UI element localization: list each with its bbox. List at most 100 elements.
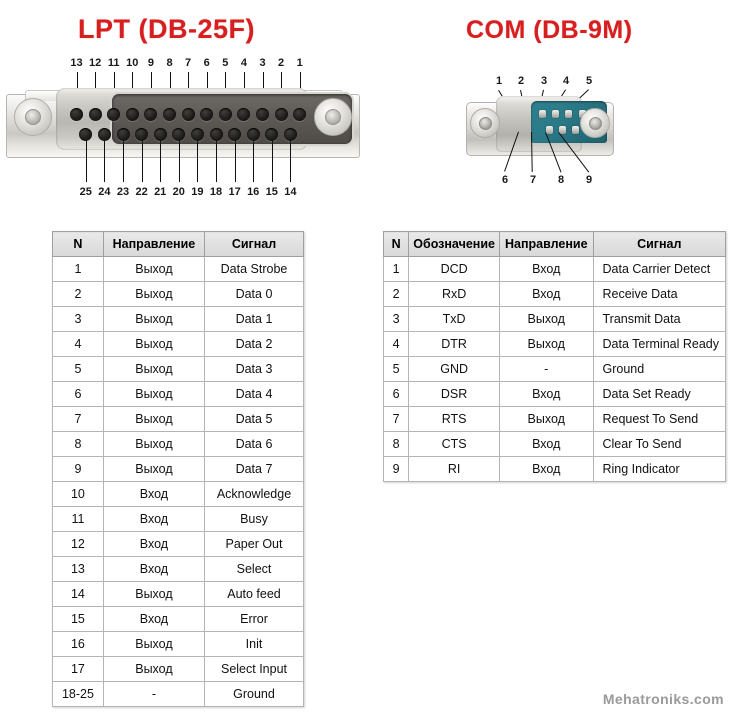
lpt-leader-19 — [197, 140, 198, 182]
table-cell: Вход — [102, 556, 206, 582]
table-cell: 17 — [52, 656, 104, 682]
table-cell: Error — [204, 606, 304, 632]
column-header-3: Сигнал — [204, 231, 304, 257]
lpt-pin-label-17: 17 — [228, 186, 241, 198]
com-pin-label-6: 6 — [501, 174, 509, 186]
lpt-leader-20 — [179, 140, 180, 182]
table-cell: Вход — [102, 606, 206, 632]
table-cell: 7 — [382, 406, 410, 432]
com-pin-label-1: 1 — [495, 75, 503, 87]
table-cell: 8 — [52, 431, 104, 457]
table-cell: TxD — [408, 306, 501, 332]
lpt-pin-label-6: 6 — [203, 57, 210, 69]
table-cell: Выход — [499, 406, 594, 432]
db9-pin — [558, 126, 566, 134]
table-cell: 11 — [52, 506, 104, 532]
lpt-pin-label-1: 1 — [296, 57, 303, 69]
table-cell: Вход — [499, 256, 594, 282]
db25-socket — [209, 128, 223, 141]
table-cell: Вход — [102, 531, 206, 557]
table-cell: Data 2 — [204, 331, 304, 357]
table-cell: 7 — [52, 406, 104, 432]
db25-screw-left — [14, 98, 52, 136]
table-cell: 2 — [382, 281, 410, 307]
lpt-pin-label-3: 3 — [259, 57, 266, 69]
column-header-1: N — [52, 231, 104, 257]
table-cell: Выход — [102, 256, 206, 282]
com-pin-label-4: 4 — [562, 75, 570, 87]
com-pin-label-5: 5 — [585, 75, 593, 87]
table-cell: 15 — [52, 606, 104, 632]
table-cell: Data Strobe — [204, 256, 304, 282]
db25-socket — [163, 108, 176, 121]
table-cell: Вход — [102, 506, 206, 532]
db9-shield — [496, 96, 607, 152]
table-cell: RxD — [408, 281, 501, 307]
table-cell: 5 — [52, 356, 104, 382]
table-cell: Auto feed — [204, 581, 304, 607]
table-cell: DSR — [408, 381, 501, 407]
table-cell: Выход — [499, 331, 594, 357]
column-header-4: Сигнал — [592, 231, 726, 257]
lpt-pin-label-15: 15 — [265, 186, 278, 198]
lpt-leader-15 — [272, 140, 273, 182]
table-cell: Выход — [102, 306, 206, 332]
db25-shield — [56, 88, 352, 150]
table-cell: Вход — [499, 431, 594, 457]
table-cell: 13 — [52, 556, 104, 582]
table-cell: Data Carrier Detect — [592, 256, 726, 282]
table-cell: Вход — [499, 281, 594, 307]
lpt-leader-24 — [104, 140, 105, 182]
com-pin-label-9: 9 — [585, 174, 593, 186]
db9-screw-right — [580, 108, 610, 138]
lpt-pin-label-23: 23 — [116, 186, 130, 198]
lpt-pin-label-21: 21 — [154, 186, 167, 198]
db9-pin — [565, 110, 573, 118]
db9-screw-left — [470, 108, 500, 138]
table-cell: Выход — [102, 356, 206, 382]
table-cell: Ground — [204, 681, 304, 707]
watermark: Mehatroniks.com — [602, 691, 724, 707]
table-cell: 2 — [52, 281, 104, 307]
table-cell: Select Input — [204, 656, 304, 682]
lpt-pin-label-22: 22 — [135, 186, 148, 198]
db25-socket — [190, 128, 204, 141]
lpt-pin-label-16: 16 — [247, 186, 260, 198]
table-cell: 3 — [382, 306, 410, 332]
lpt-pin-label-8: 8 — [166, 57, 173, 69]
table-cell: CTS — [408, 431, 501, 457]
table-cell: 1 — [382, 256, 410, 282]
table-cell: Выход — [102, 406, 206, 432]
com-pin-label-3: 3 — [540, 75, 548, 87]
column-header-3: Направление — [499, 231, 594, 257]
table-cell: 14 — [52, 581, 104, 607]
lpt-pin-label-5: 5 — [222, 57, 229, 69]
table-cell: Paper Out — [204, 531, 304, 557]
db9-pin — [539, 110, 546, 118]
table-cell: Выход — [102, 381, 206, 407]
lpt-leader-25 — [86, 140, 87, 182]
lpt-leader-21 — [160, 140, 161, 182]
db25-socket — [283, 128, 297, 141]
db25-socket — [97, 128, 111, 141]
column-header-1: N — [382, 231, 410, 257]
table-cell: 6 — [382, 381, 410, 407]
db25-socket — [200, 108, 214, 121]
table-cell: Вход — [102, 481, 206, 507]
table-cell: Выход — [102, 281, 206, 307]
